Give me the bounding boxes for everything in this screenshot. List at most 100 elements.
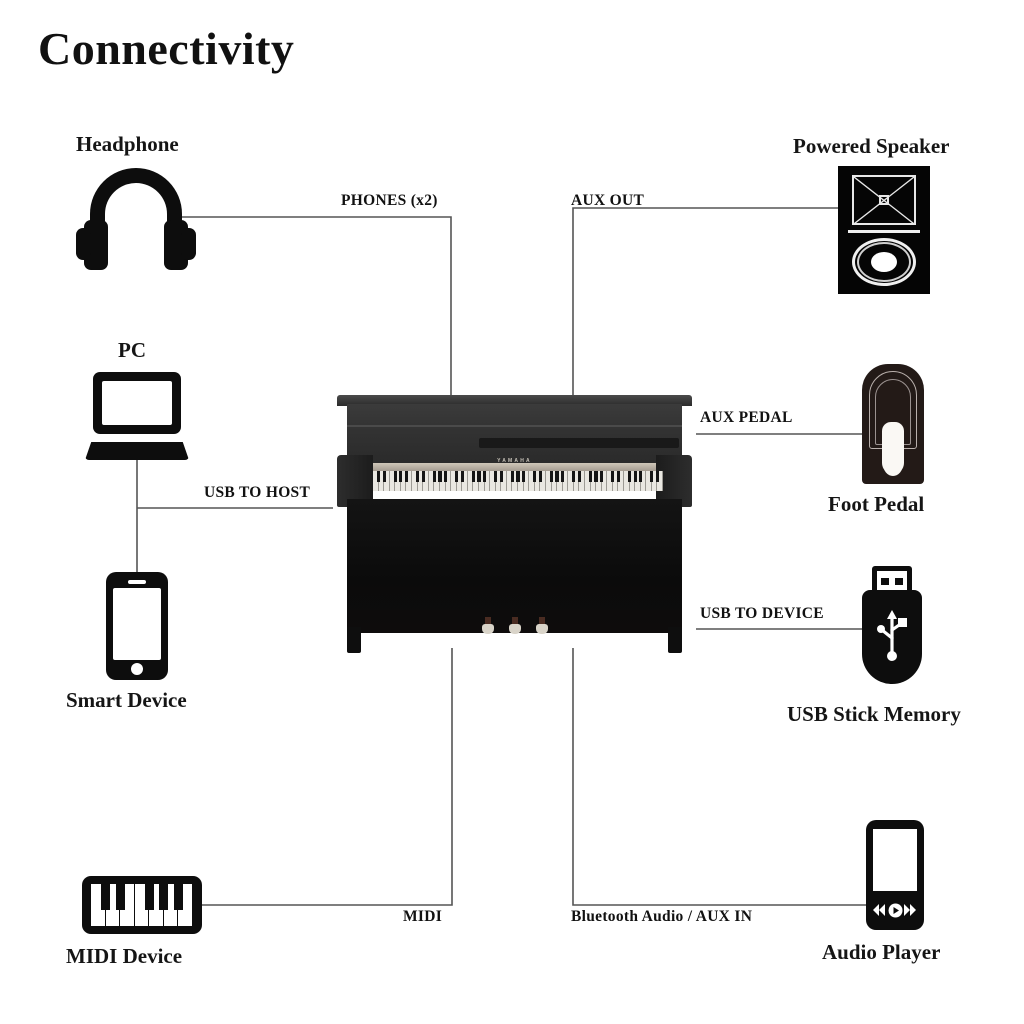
piano-white-key [485,471,491,491]
piano-black-key [443,471,448,482]
previous-icon [873,904,885,916]
wire-aux-out [572,207,838,398]
piano-black-key [555,471,559,482]
piano-fallboard [347,463,682,473]
piano-white-key [657,471,663,491]
headphone-icon [76,168,196,278]
port-label-usb-to-device: USB TO DEVICE [700,605,824,622]
piano-white-key [563,471,569,491]
piano-panel-seam [347,425,682,427]
piano-black-key [650,471,654,482]
piano-black-key [399,471,403,482]
piano-black-key [455,471,459,482]
smartphone-icon [106,572,168,680]
midi-black-key [159,884,169,911]
page-title: Connectivity [38,23,295,74]
piano-black-key [432,471,436,482]
piano-black-key [421,471,425,482]
piano-black-key [577,471,581,482]
audio-player-label: Audio Player [822,940,941,964]
piano-black-key [633,471,637,482]
port-label-phones: PHONES (x2) [341,192,438,209]
piano-white-key [406,471,413,491]
midi-black-key [101,884,111,911]
piano-black-key [471,471,475,482]
piano-white-key [618,471,625,491]
piano-black-key [533,471,537,482]
piano-black-key [482,471,487,482]
piano-cabinet [347,499,682,633]
midi-white-key [178,884,194,926]
piano-white-key [462,471,468,491]
piano-black-key [538,471,542,482]
piano-white-key [446,471,452,491]
piano-black-key [393,471,397,482]
piano-black-key [516,471,520,482]
pedal-soft [482,617,494,635]
piano-white-key [540,471,546,491]
piano-white-key [641,471,647,491]
piano-white-key [602,471,608,491]
wire-midi [196,648,453,906]
foot-pedal-icon [862,364,924,484]
piano-black-key [627,471,632,482]
port-label-bluetooth-aux-in: Bluetooth Audio / AUX IN [571,908,753,925]
piano-right-leg [668,627,682,653]
midi-black-key [144,884,154,911]
port-label-midi: MIDI [403,908,443,925]
piano-white-key [524,471,530,491]
foot-pedal-label: Foot Pedal [828,492,925,516]
piano-black-key [561,471,565,482]
piano-black-key [499,471,503,482]
pedal-sostenuto [509,617,521,635]
piano-upper-panel [347,404,682,466]
piano-lid [337,395,692,406]
piano-black-key [655,471,659,482]
piano-control-slot [479,438,679,448]
pc-label: PC [118,338,146,362]
piano-left-cheek [337,455,373,507]
piano-black-key [382,471,386,482]
piano-black-key [639,471,643,482]
usb-stick-memory-label: USB Stick Memory [787,702,961,726]
midi-white-key [120,884,135,926]
piano-black-key [594,471,598,482]
wire-phones [178,216,452,398]
piano-black-key [404,471,409,482]
piano-black-key [376,471,381,482]
midi-black-key [173,884,183,911]
next-icon [904,904,916,916]
piano-black-key [416,471,420,482]
piano-black-key [494,471,498,482]
midi-keyboard-icon [82,876,202,934]
piano-white-key [501,471,507,491]
powered-speaker-label: Powered Speaker [793,134,950,158]
audio-player-icon [866,820,924,930]
piano-black-key [521,471,526,482]
piano-white-key [579,471,585,491]
piano-black-key [438,471,442,482]
piano-black-key [600,471,604,482]
play-icon [888,903,902,917]
headphone-label: Headphone [76,132,179,156]
piano-white-key [384,471,390,491]
piano-black-key [477,471,481,482]
piano-pedals [482,617,548,639]
midi-device-label: MIDI Device [66,944,183,968]
piano-keyboard [373,471,663,491]
piano-brand-logo: YAMAHA [497,458,532,464]
port-label-aux-out: AUX OUT [571,192,645,209]
wire-bluetooth-aux-in [572,648,866,906]
smart-device-label: Smart Device [66,688,187,712]
midi-black-key [115,884,125,911]
piano-black-key [572,471,576,482]
piano-black-key [616,471,620,482]
piano-black-key [588,471,593,482]
usb-stick-icon [858,566,926,684]
port-label-aux-pedal: AUX PEDAL [700,409,793,426]
laptop-icon [85,372,189,460]
piano-black-key [549,471,554,482]
piano-black-key [611,471,615,482]
